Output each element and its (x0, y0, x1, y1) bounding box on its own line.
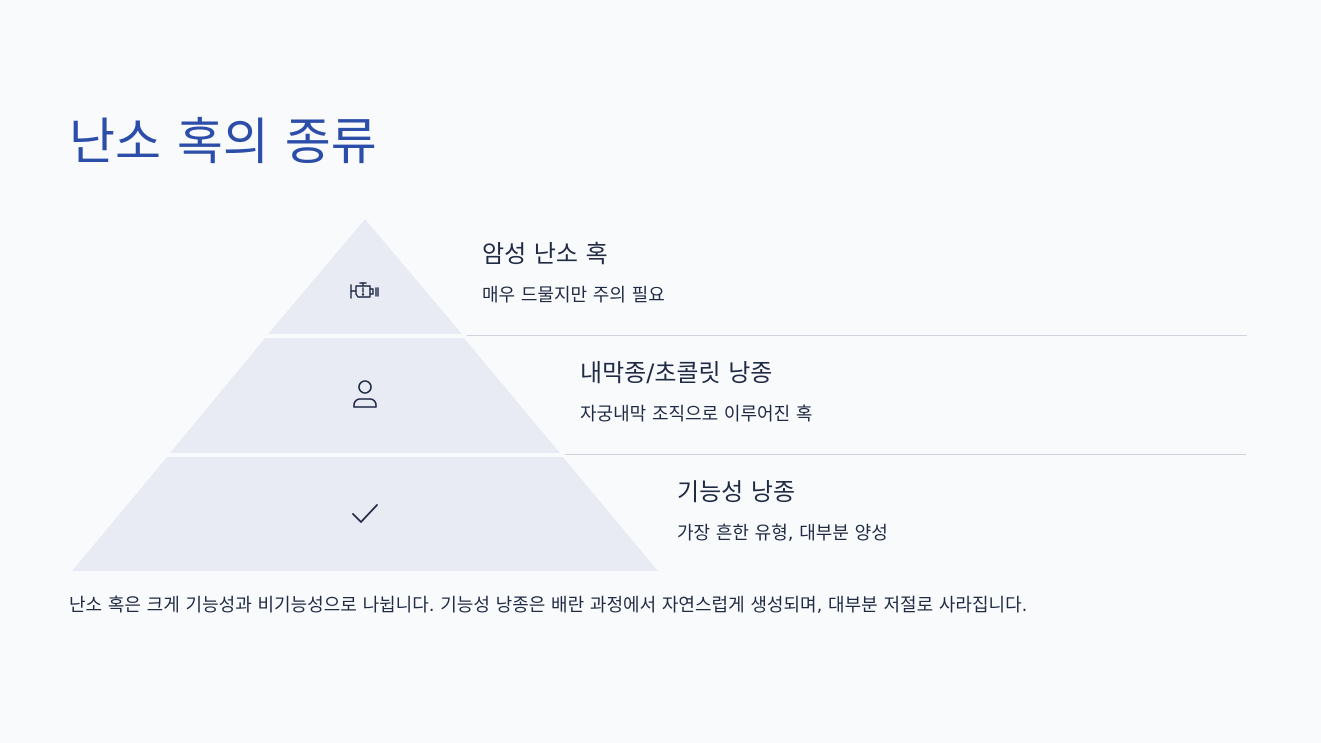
tier-description-cancerous: 매우 드물지만 주의 필요 (482, 285, 665, 306)
tier-description-endometrioma: 자궁내막 조직으로 이루어진 혹 (580, 404, 813, 425)
tier-description-functional: 가장 흔한 유형, 대부분 양성 (677, 523, 888, 544)
tier-heading-endometrioma: 내막종/초콜릿 낭종 (580, 359, 773, 387)
checkmark-icon (352, 504, 378, 523)
pyramid-tier-middle (170, 338, 560, 453)
page-title: 난소 혹의 종류 (69, 113, 377, 171)
tier-separator-1 (467, 335, 1247, 336)
tier-heading-functional: 기능성 낭종 (677, 478, 796, 506)
engine-warning-icon (350, 282, 379, 299)
tier-separator-2 (565, 454, 1246, 455)
pyramid-tier-top (268, 219, 462, 334)
footer-summary: 난소 혹은 크게 기능성과 비기능성으로 나뉩니다. 기능성 낭종은 배란 과정… (69, 595, 1028, 616)
person-icon (353, 380, 377, 408)
pyramid-tier-bottom (72, 457, 658, 571)
tier-heading-cancerous: 암성 난소 혹 (482, 240, 608, 268)
